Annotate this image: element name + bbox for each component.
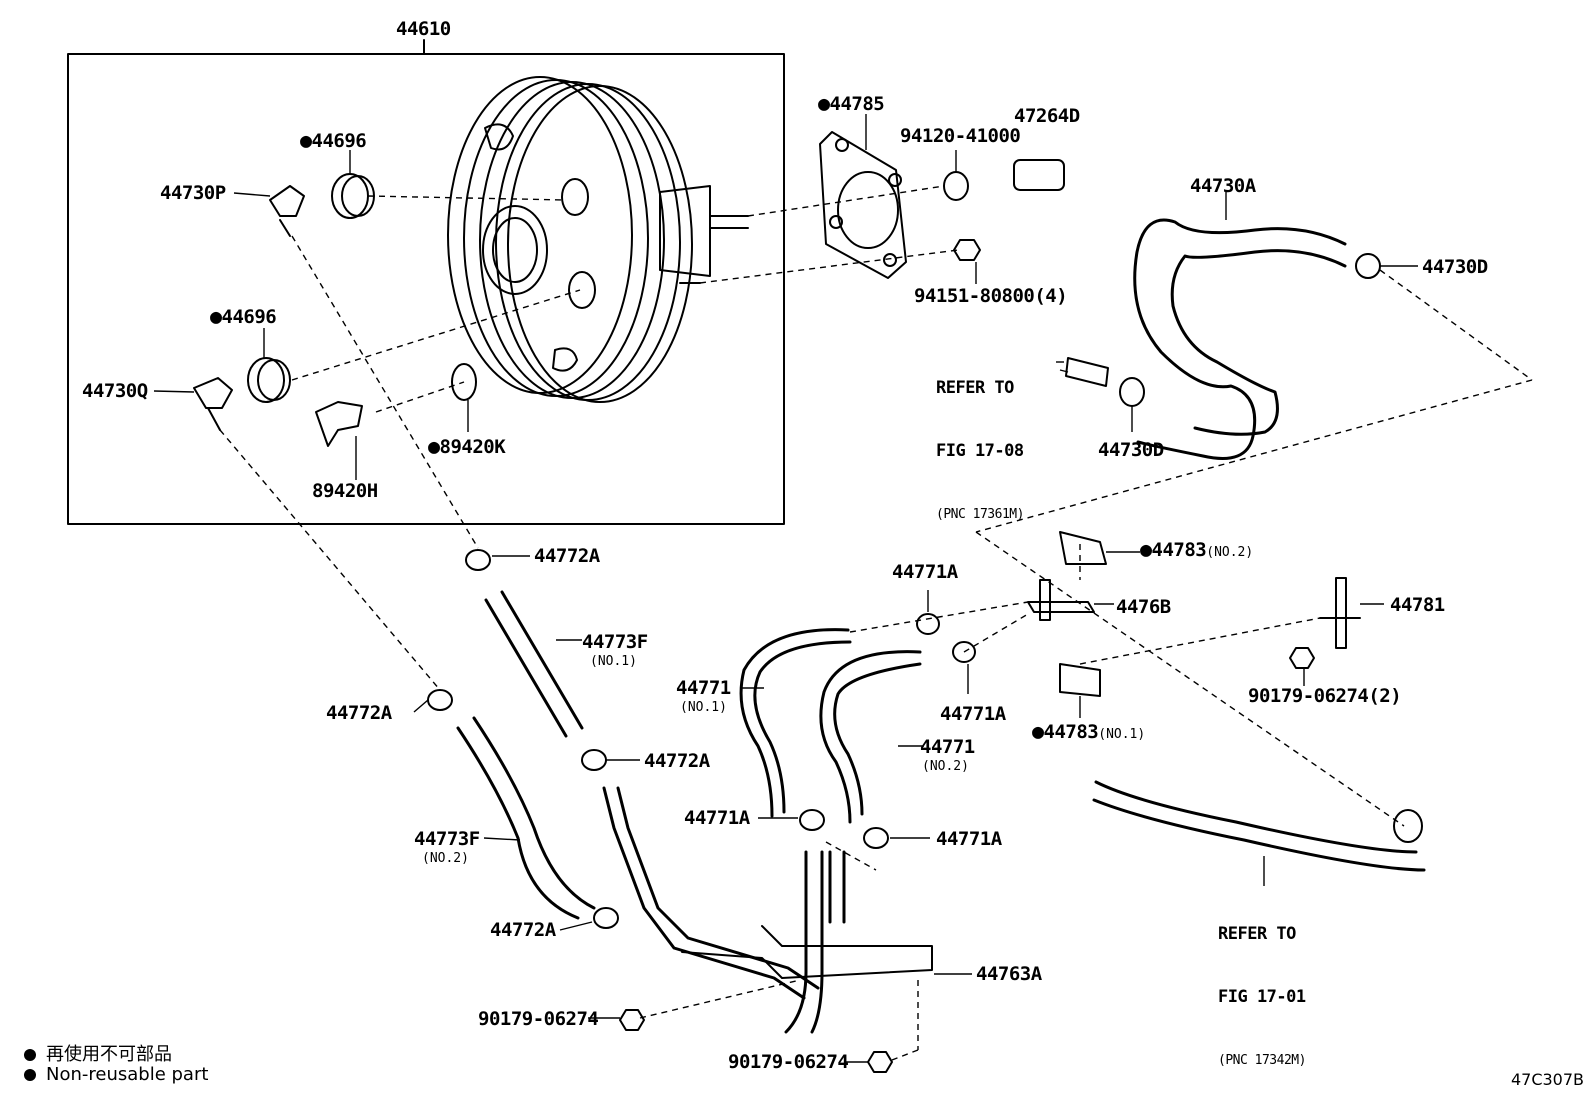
non-reusable-marker: ● bbox=[1140, 537, 1152, 561]
label-44771A-4: 44771A bbox=[936, 828, 1002, 850]
label-44730A: 44730A bbox=[1190, 175, 1256, 197]
brake-booster bbox=[447, 76, 749, 403]
label-44696-top: ●44696 bbox=[300, 128, 367, 152]
label-44772A-1: 44772A bbox=[534, 545, 600, 567]
label-94151-80800: 94151-80800(4) bbox=[914, 285, 1068, 307]
reference-fig-17-01: REFER TO FIG 17-01 (PNC 17342M) bbox=[1218, 924, 1306, 1068]
label-44771A-2: 44771A bbox=[940, 703, 1006, 725]
non-reusable-marker: ● bbox=[818, 91, 830, 115]
label-44772A-3: 44772A bbox=[644, 750, 710, 772]
reference-fig-17-08: REFER TO FIG 17-08 (PNC 17361M) bbox=[936, 378, 1024, 522]
label-90179-06274-b: 90179-06274 bbox=[728, 1051, 849, 1073]
label-4476B: 4476B bbox=[1116, 596, 1171, 618]
label-89420K: ●89420K bbox=[428, 434, 506, 458]
label-44783-no2: ●44783(NO.2) bbox=[1140, 537, 1254, 561]
label-44771-no2: 44771 bbox=[920, 736, 975, 758]
label-44773F-no1-sub: (NO.1) bbox=[590, 654, 637, 669]
label-44730P: 44730P bbox=[160, 182, 226, 204]
label-44771A-3: 44771A bbox=[684, 807, 750, 829]
label-89420H: 89420H bbox=[312, 480, 378, 502]
bullet-icon bbox=[24, 1049, 36, 1061]
non-reusable-marker: ● bbox=[210, 304, 222, 328]
label-90179-06274-2: 90179-06274(2) bbox=[1248, 685, 1402, 707]
label-44771-no2-sub: (NO.2) bbox=[922, 759, 969, 774]
label-44781: 44781 bbox=[1390, 594, 1445, 616]
label-44763A: 44763A bbox=[976, 963, 1042, 985]
label-44773F-no1: 44773F bbox=[582, 631, 648, 653]
gasket bbox=[819, 131, 907, 279]
label-44730D-bottom: 44730D bbox=[1098, 439, 1164, 461]
non-reusable-marker: ● bbox=[1032, 719, 1044, 743]
label-44730D-right: 44730D bbox=[1422, 256, 1488, 278]
assembly-box bbox=[67, 53, 785, 525]
bullet-icon bbox=[24, 1069, 36, 1081]
label-44785: ●44785 bbox=[818, 91, 885, 115]
label-44610: 44610 bbox=[396, 18, 451, 40]
non-reusable-marker: ● bbox=[428, 434, 440, 458]
label-94120-41000: 94120-41000 bbox=[900, 125, 1021, 147]
label-90179-06274-a: 90179-06274 bbox=[478, 1008, 599, 1030]
label-44783-no1: ●44783(NO.1) bbox=[1032, 719, 1146, 743]
label-44772A-2: 44772A bbox=[326, 702, 392, 724]
label-44772A-4: 44772A bbox=[490, 919, 556, 941]
label-44771A-1: 44771A bbox=[892, 561, 958, 583]
legend-english: Non-reusable part bbox=[24, 1064, 208, 1085]
label-44696-bottom: ●44696 bbox=[210, 304, 277, 328]
label-44730Q: 44730Q bbox=[82, 380, 148, 402]
legend-japanese: 再使用不可部品 bbox=[24, 1040, 172, 1066]
diagram-code: 47C307B bbox=[1510, 1070, 1584, 1089]
label-44773F-no2-sub: (NO.2) bbox=[422, 851, 469, 866]
non-reusable-marker: ● bbox=[300, 128, 312, 152]
label-44773F-no2: 44773F bbox=[414, 828, 480, 850]
label-47264D: 47264D bbox=[1014, 105, 1080, 127]
label-44771-no1-sub: (NO.1) bbox=[680, 700, 727, 715]
label-44771-no1: 44771 bbox=[676, 677, 731, 699]
